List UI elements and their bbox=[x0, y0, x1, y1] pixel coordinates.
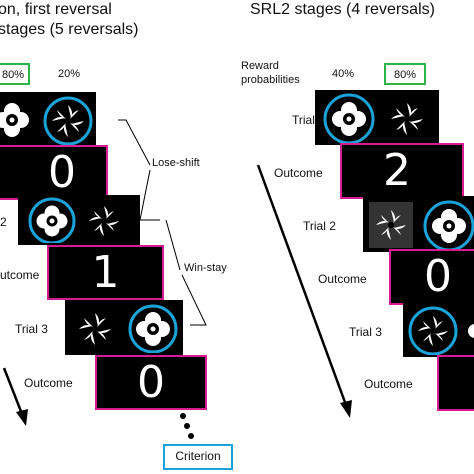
right-trial3-label: Trial 3 bbox=[349, 325, 382, 339]
right-outcome2-label: Outcome bbox=[318, 272, 367, 286]
win-stay-bracket-top bbox=[165, 219, 181, 271]
left-trial2-label: 2 bbox=[0, 215, 7, 229]
right-prob-low: 40% bbox=[332, 68, 355, 80]
choice-ring bbox=[423, 200, 474, 250]
left-outcome3-panel: 0 bbox=[95, 355, 207, 410]
win-stay-bracket-bottom bbox=[181, 274, 207, 326]
ellipsis-dot bbox=[180, 413, 186, 419]
left-title-line2: stages (5 reversals) bbox=[0, 21, 139, 38]
left-outcome3-value: 0 bbox=[137, 357, 165, 408]
right-trial2-label: Trial 2 bbox=[303, 219, 336, 233]
right-outcome2-value: 0 bbox=[424, 251, 452, 302]
partial-flower-icon bbox=[468, 324, 474, 338]
left-outcome3-label: Outcome bbox=[24, 376, 73, 390]
left-prob-low: 20% bbox=[58, 68, 81, 80]
left-time-arrow-line bbox=[2, 367, 24, 415]
right-prob-high-box: 80% bbox=[384, 63, 426, 85]
swirl-icon bbox=[418, 316, 448, 346]
right-outcome3-label: Outcome bbox=[364, 377, 413, 391]
lose-shift-bracket-top bbox=[118, 119, 151, 166]
lose-shift-annotation: Lose-shift bbox=[150, 157, 202, 170]
right-outcome1-value: 2 bbox=[383, 145, 411, 196]
right-outcome3-panel bbox=[437, 355, 474, 411]
flower-icon bbox=[0, 103, 29, 137]
right-trial3-icons bbox=[408, 306, 474, 355]
flower-icon bbox=[136, 312, 170, 346]
right-time-arrow-line bbox=[256, 164, 348, 406]
ellipsis-dot bbox=[188, 433, 194, 439]
choice-ring bbox=[128, 304, 178, 353]
swirl-icon bbox=[89, 206, 119, 236]
right-time-arrow-head bbox=[340, 400, 352, 418]
choice-ring bbox=[408, 306, 458, 355]
swirl-icon bbox=[391, 103, 423, 135]
left-outcome1-value: 0 bbox=[48, 147, 76, 198]
choice-ring bbox=[28, 197, 76, 243]
right-trial1-icons bbox=[323, 93, 423, 143]
ellipsis-dot bbox=[184, 423, 190, 429]
swirl-icon bbox=[79, 313, 111, 345]
criterion-box: Criterion bbox=[163, 444, 233, 470]
left-trial1-stimuli bbox=[0, 92, 96, 148]
left-outcome2-value: 1 bbox=[91, 247, 120, 298]
left-trial2-icons bbox=[28, 197, 119, 243]
right-trial3-stimuli bbox=[403, 302, 474, 357]
right-title: SRL2 stages (4 reversals) bbox=[250, 1, 435, 18]
left-title-line1: on, first reversal bbox=[0, 1, 112, 18]
win-stay-annotation: Win-stay bbox=[182, 262, 229, 275]
swirl-icon bbox=[52, 105, 84, 137]
criterion-label: Criterion bbox=[175, 449, 221, 463]
right-trial2-stimuli bbox=[363, 196, 474, 252]
right-outcome1-label: Outcome bbox=[274, 166, 323, 180]
right-prob-high: 80% bbox=[393, 69, 417, 81]
left-outcome2-panel: 1 bbox=[47, 245, 164, 300]
left-trial3-icons bbox=[79, 304, 178, 353]
lose-shift-bracket-bottom bbox=[139, 169, 160, 221]
flower-icon bbox=[332, 102, 366, 136]
left-trial1-icons bbox=[0, 96, 93, 146]
left-trial3-stimuli bbox=[65, 300, 183, 355]
swirl-icon bbox=[376, 210, 406, 240]
choice-ring bbox=[323, 93, 375, 143]
left-outcome2-label: utcome bbox=[0, 268, 40, 282]
left-prob-high-box: 80% bbox=[0, 63, 30, 85]
reward-label-line1: Reward bbox=[241, 60, 279, 72]
reward-label-line2: probabilities bbox=[241, 74, 300, 86]
left-time-arrow-head bbox=[16, 409, 28, 426]
right-trial2-icons bbox=[369, 200, 474, 250]
flower-icon bbox=[432, 209, 466, 243]
left-prob-high: 80% bbox=[1, 69, 25, 81]
choice-ring bbox=[43, 96, 93, 146]
left-trial2-stimuli bbox=[18, 195, 140, 245]
left-trial3-label: Trial 3 bbox=[15, 322, 48, 336]
flower-icon bbox=[36, 205, 68, 237]
